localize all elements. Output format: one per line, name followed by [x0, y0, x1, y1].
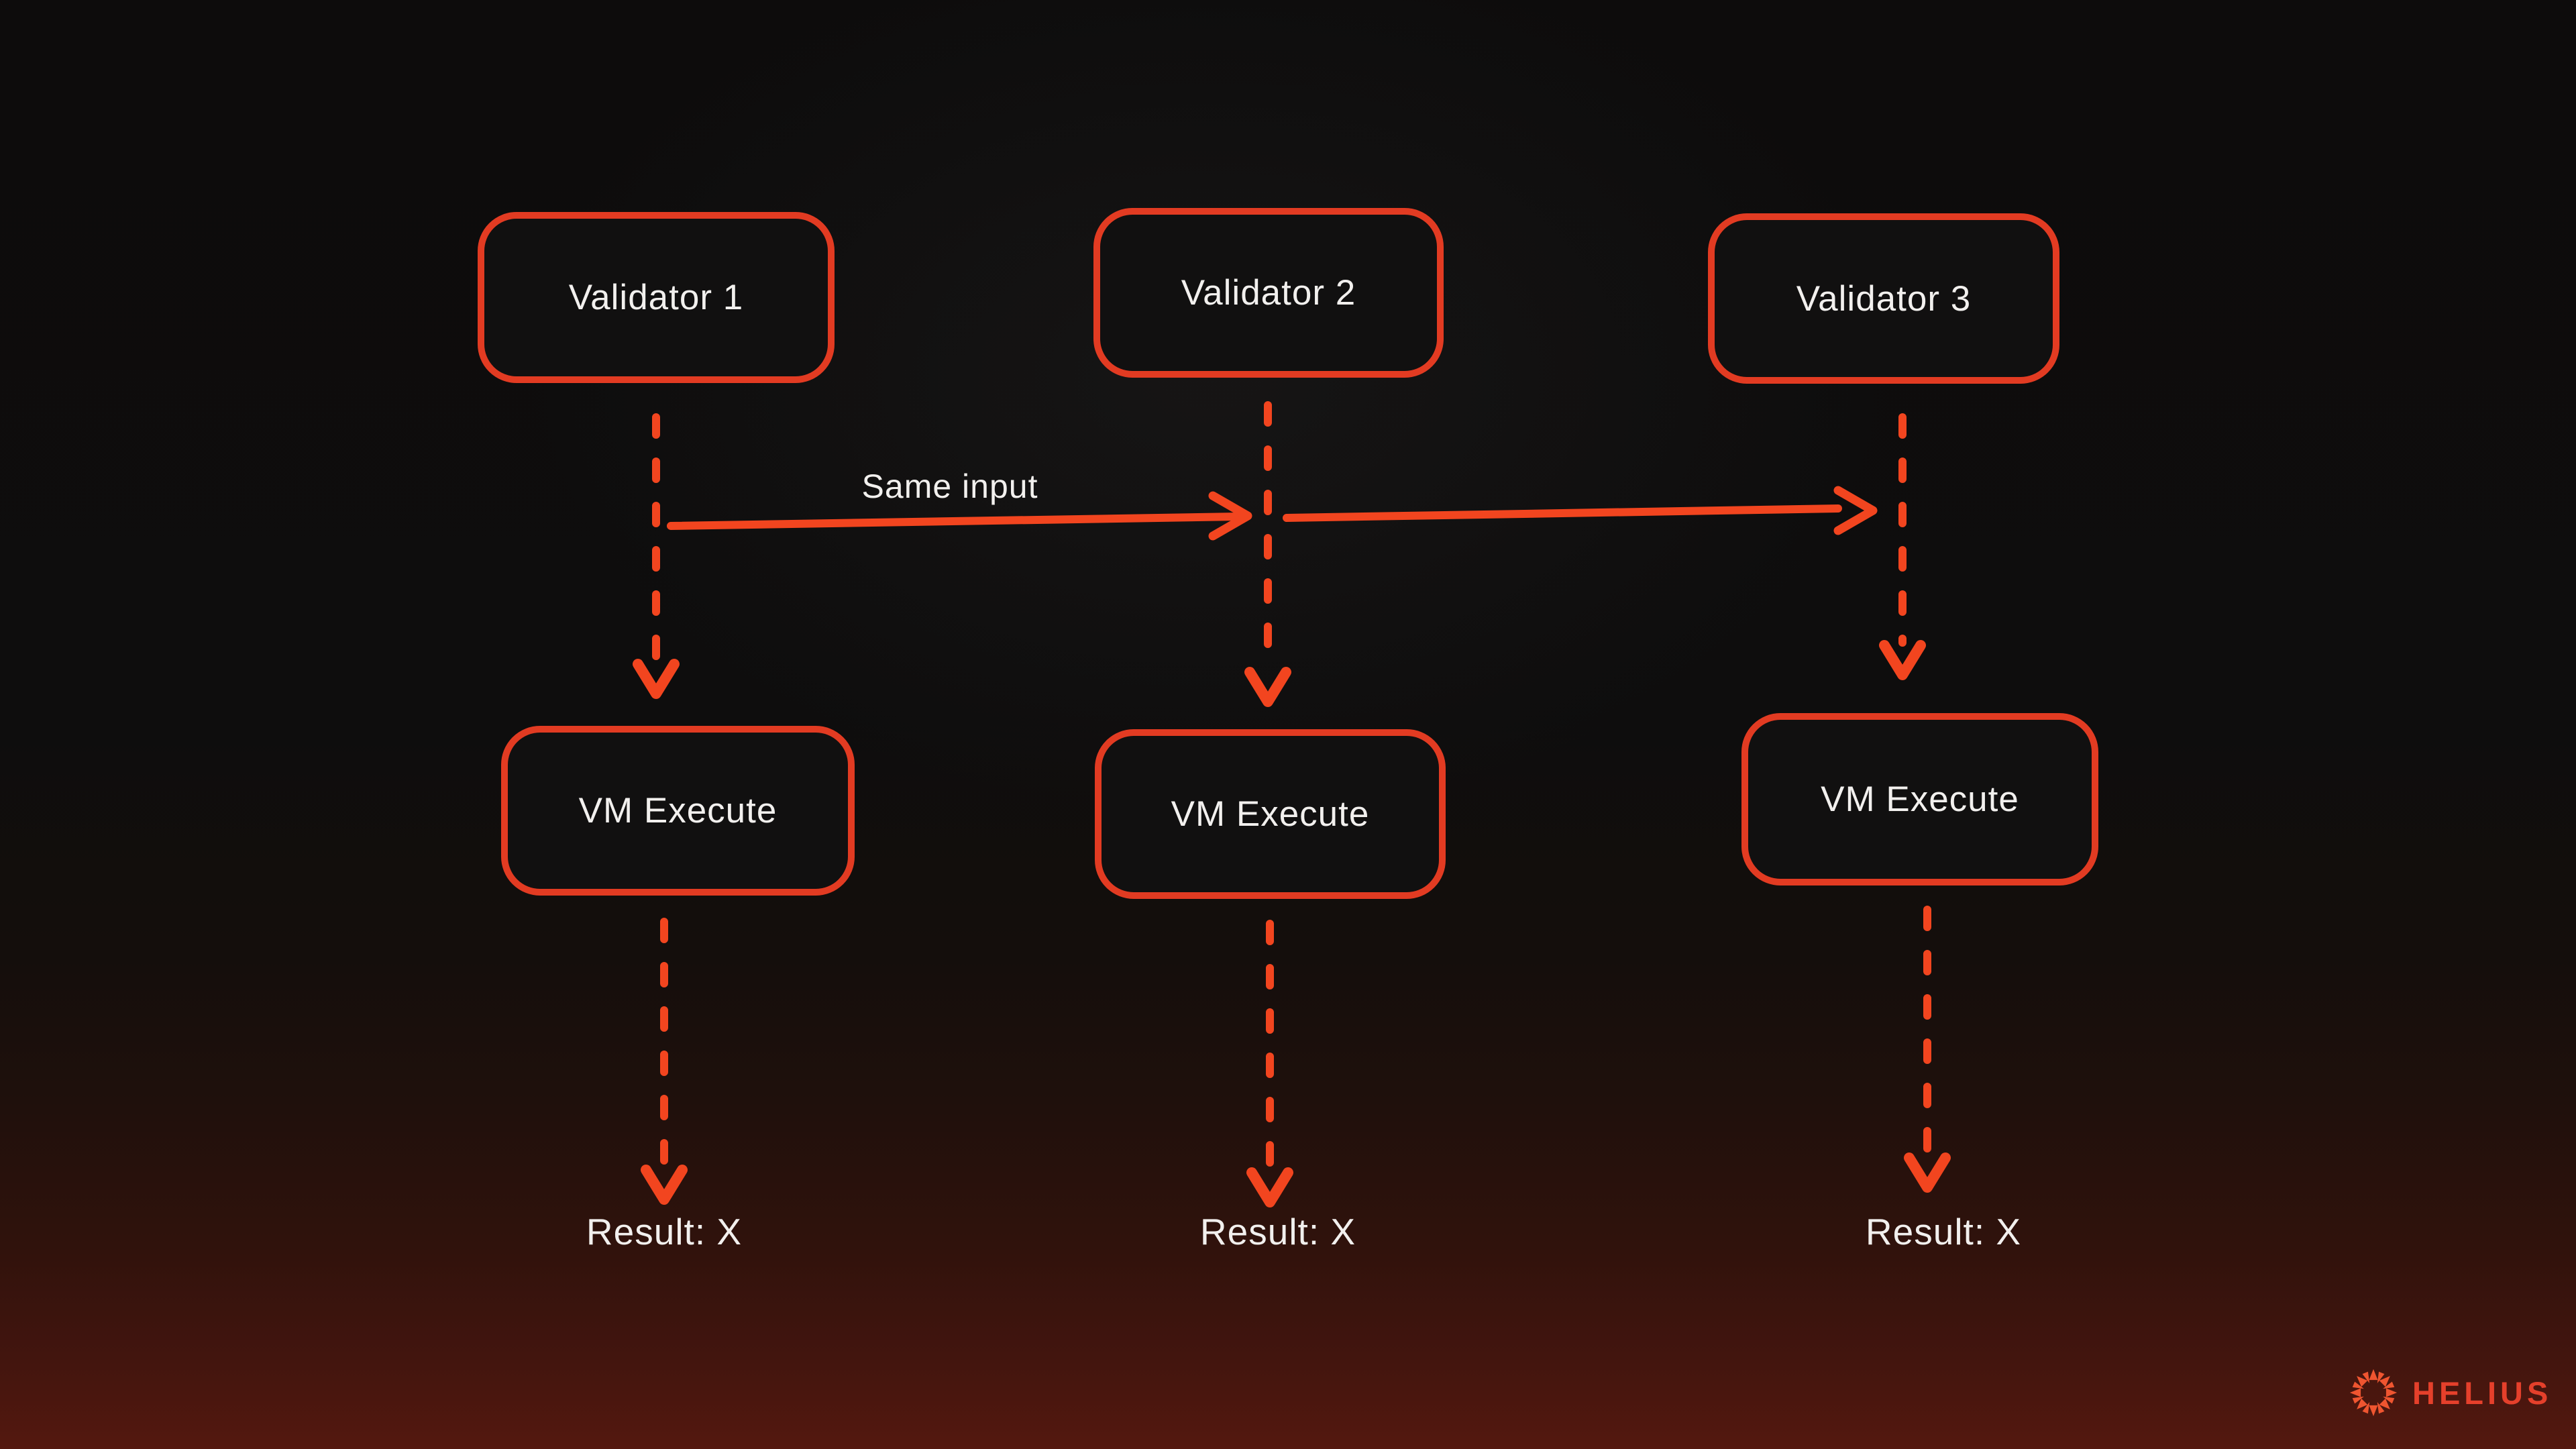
vm-execute-1-box: VM Execute [501, 726, 855, 896]
dashed-arrow-validator2-to-vm2 [1244, 401, 1291, 707]
vm-execute-3-label: VM Execute [1821, 780, 2019, 819]
helius-logo: HELIUS [2348, 1367, 2552, 1418]
validator-2-label: Validator 2 [1181, 273, 1356, 313]
helius-wordmark: HELIUS [2412, 1375, 2553, 1411]
vm-execute-1-label: VM Execute [578, 791, 777, 830]
dashed-arrow-validator1-to-vm1 [633, 413, 680, 699]
same-input-arrow-segment-1 [667, 491, 1252, 541]
validator-2-box: Validator 2 [1093, 208, 1444, 378]
dashed-arrow-vm1-to-result1 [641, 918, 688, 1205]
validator-1-label: Validator 1 [568, 278, 744, 317]
result-3-label: Result: X [1865, 1211, 2022, 1252]
vm-execute-3-box: VM Execute [1741, 713, 2098, 885]
validator-3-label: Validator 3 [1796, 278, 1972, 319]
validator-3-box: Validator 3 [1708, 213, 2059, 384]
result-2-label: Result: X [1199, 1211, 1356, 1252]
validator-1-box: Validator 1 [478, 212, 835, 383]
dashed-arrow-vm3-to-result3 [1904, 906, 1951, 1193]
dashed-arrow-vm2-to-result2 [1246, 920, 1293, 1208]
same-input-label: Same input [861, 468, 1038, 505]
helius-sun-icon [2349, 1368, 2398, 1417]
vm-execute-2-box: VM Execute [1095, 729, 1446, 899]
result-1-label: Result: X [586, 1211, 743, 1252]
dashed-arrow-validator3-to-vm3 [1879, 413, 1926, 680]
same-input-arrow-segment-2 [1283, 486, 1878, 535]
vm-execute-2-label: VM Execute [1171, 794, 1370, 834]
